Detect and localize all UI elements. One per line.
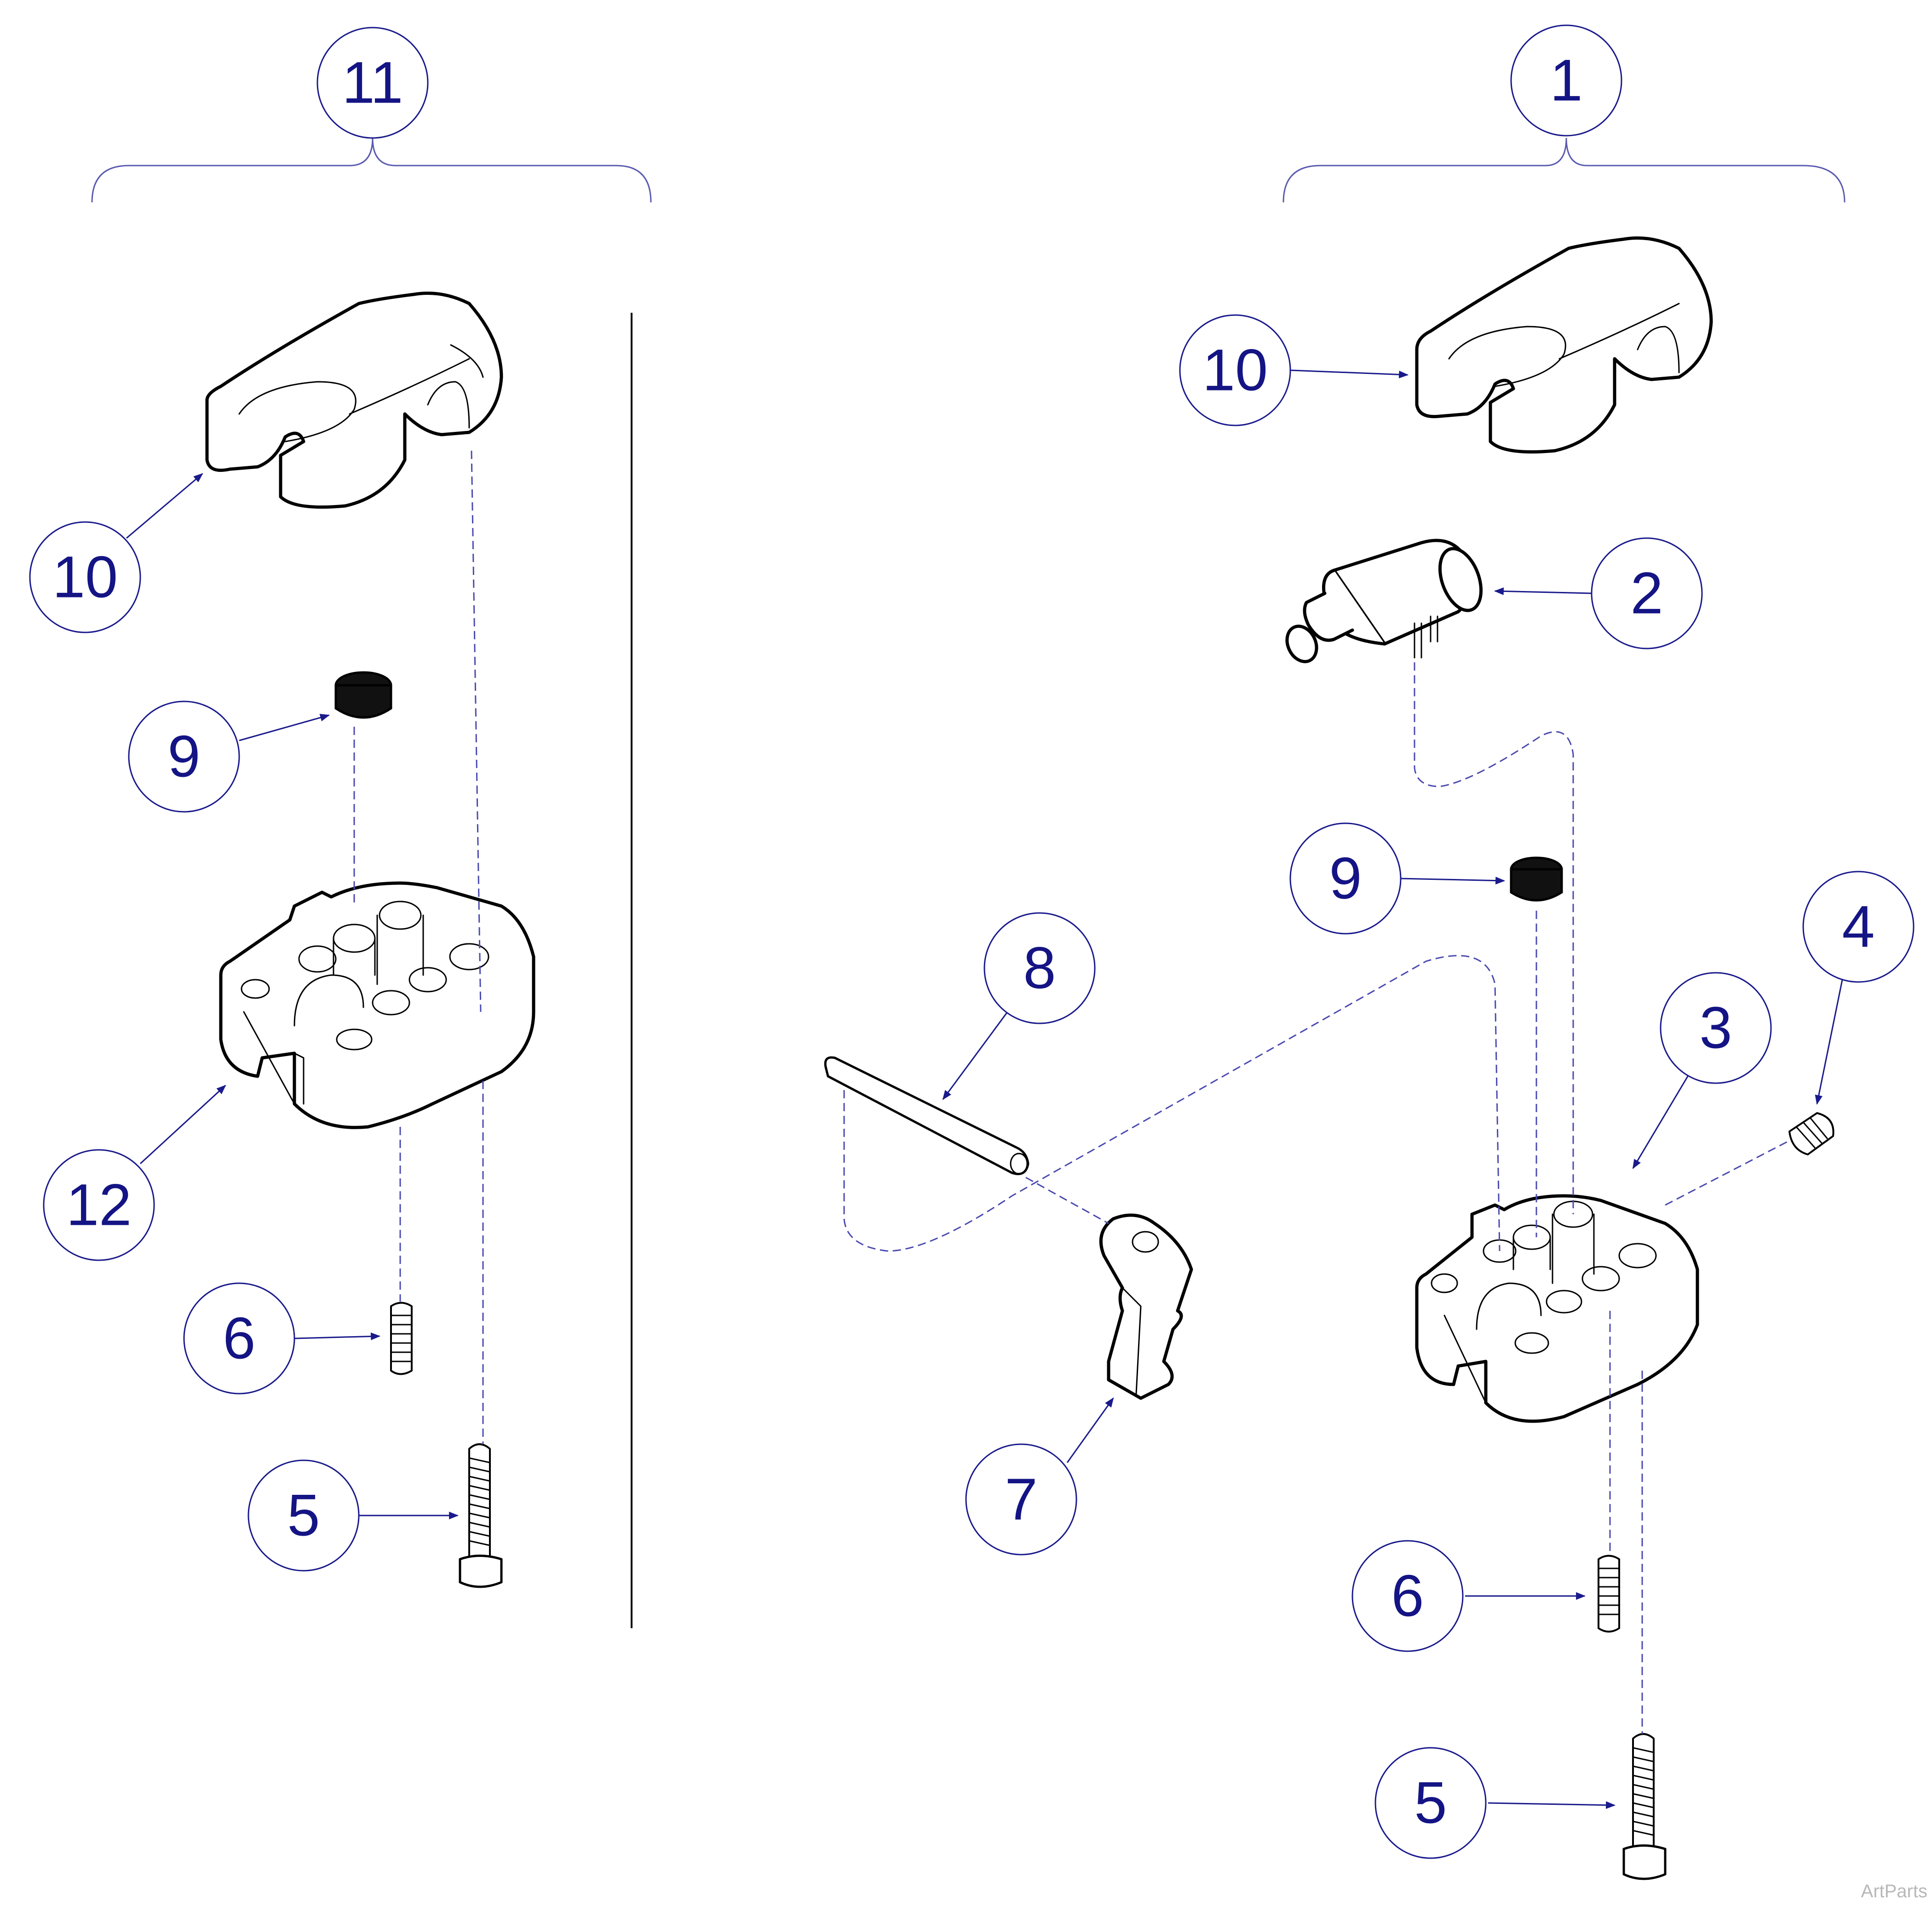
callout-group-1: 1: [1510, 24, 1622, 137]
leader-right-10: [1290, 369, 1409, 379]
watermark-text: ArtParts: [1861, 1881, 1927, 1901]
callout-left-5: 5: [247, 1459, 360, 1572]
part-cap-left: [205, 292, 503, 509]
callout-label: 3: [1699, 995, 1732, 1061]
part-capscrew-left: [459, 1443, 503, 1588]
part-capscrew-right: [1622, 1733, 1667, 1880]
leader-right-3: [1632, 1071, 1691, 1169]
callout-right-9: 9: [1289, 822, 1402, 935]
callout-label: 8: [1023, 936, 1056, 1001]
callout-label: 5: [1414, 1770, 1447, 1836]
callout-right-10: 10: [1179, 314, 1291, 426]
leader-left-12: [139, 1085, 226, 1165]
leader-right-4: [1815, 979, 1843, 1105]
callout-label: 6: [1391, 1563, 1424, 1629]
assembly-line-left-1: [471, 450, 482, 1012]
callout-group-11: 11: [316, 27, 429, 139]
callout-left-12: 12: [43, 1149, 155, 1261]
callout-label: 10: [1202, 338, 1268, 403]
callout-label: 4: [1842, 894, 1874, 960]
leader-right-8: [942, 1002, 1015, 1100]
part-setscrew-right: [1598, 1555, 1620, 1633]
leader-right-2: [1494, 587, 1592, 595]
callout-left-10: 10: [29, 521, 141, 633]
assembly-line-right-3: [843, 955, 1501, 1252]
leader-right-7: [1066, 1397, 1114, 1463]
callout-label: 9: [167, 724, 200, 790]
assembly-line-right-5: [1665, 1140, 1790, 1206]
callout-right-3: 3: [1660, 972, 1772, 1084]
callout-label: 9: [1329, 846, 1362, 912]
callout-right-4: 4: [1802, 871, 1915, 983]
group-bracket-right: [1282, 138, 1846, 203]
callout-label: 11: [342, 50, 403, 116]
assembly-line-right-1: [1414, 662, 1574, 1214]
callout-label: 12: [66, 1172, 132, 1238]
part-pin: [824, 1056, 1029, 1175]
leader-left-6: [294, 1332, 381, 1340]
callout-label: 1: [1550, 48, 1582, 114]
part-bumper-left: [334, 671, 392, 719]
part-base-right: [1415, 1194, 1699, 1423]
callout-label: 2: [1630, 561, 1663, 626]
callout-right-5: 5: [1374, 1747, 1487, 1859]
callout-left-9: 9: [128, 700, 240, 813]
leader-right-5: [1488, 1801, 1616, 1809]
part-lever: [1099, 1213, 1193, 1400]
callout-label: 10: [52, 545, 118, 610]
assembly-line-right-4: [1025, 1177, 1109, 1224]
callout-right-8: 8: [983, 912, 1096, 1024]
part-bumper-right: [1510, 856, 1563, 901]
callout-right-6: 6: [1351, 1540, 1464, 1652]
part-setscrew-left: [390, 1302, 413, 1375]
part-base-left: [219, 881, 535, 1129]
leader-left-9: [239, 714, 330, 741]
leader-left-10: [126, 473, 203, 539]
callout-left-6: 6: [183, 1282, 295, 1395]
callout-right-7: 7: [965, 1443, 1077, 1556]
group-bracket-left: [91, 138, 652, 203]
callout-label: 6: [223, 1306, 255, 1372]
callout-label: 7: [1005, 1467, 1037, 1533]
callout-right-2: 2: [1591, 537, 1703, 649]
callout-label: 5: [287, 1483, 320, 1549]
part-cap-right: [1415, 236, 1713, 454]
leader-right-9: [1400, 877, 1506, 884]
part-small-setscrew: [1788, 1112, 1834, 1155]
part-cylinder: [1285, 539, 1483, 663]
